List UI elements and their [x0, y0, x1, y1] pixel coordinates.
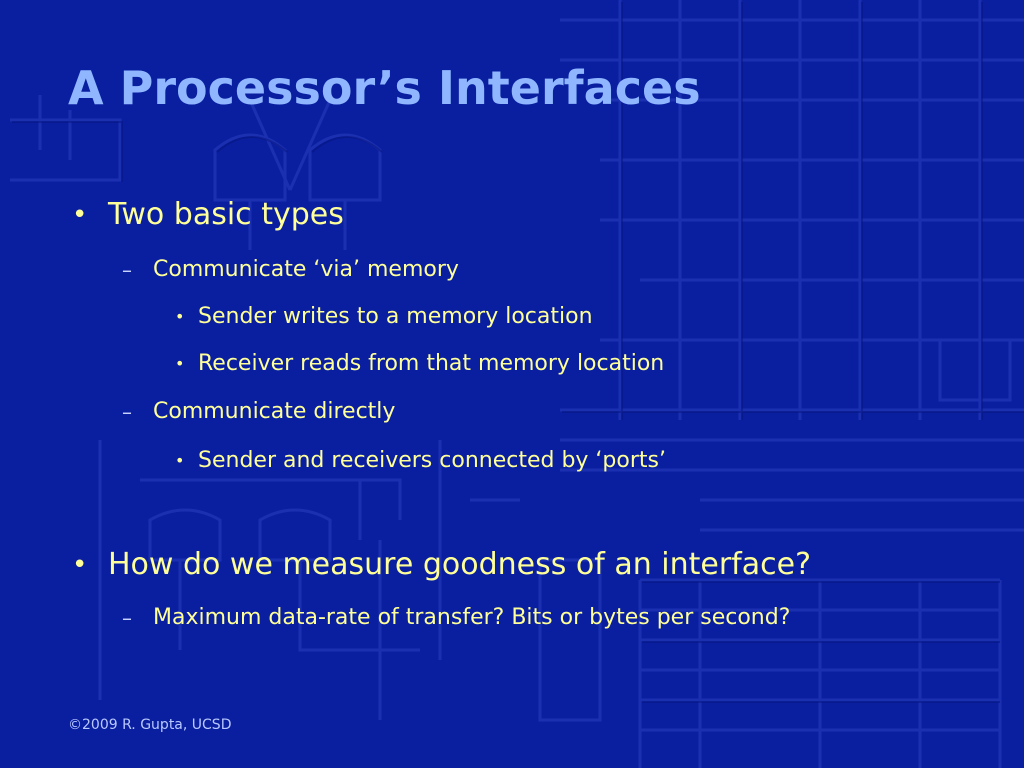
sub-sub-bullet-receiver-reads: Receiver reads from that memory location [198, 351, 665, 376]
sub-bullet-marker: – [122, 606, 132, 630]
sub-bullet-communicate-via-memory: Communicate ‘via’ memory [153, 257, 459, 282]
sub-bullet-marker: – [122, 258, 132, 282]
slide-title: A Processor’s Interfaces [68, 61, 701, 115]
sub-sub-bullet-sender-and-receivers: Sender and receivers connected by ‘ports… [198, 448, 666, 473]
sub-sub-bullet-marker: • [175, 451, 185, 470]
bullet-two-basic-types: Two basic types [108, 197, 344, 232]
bullet-measure-goodness: How do we measure goodness of an interfa… [108, 547, 811, 582]
bullet-marker: • [72, 200, 88, 230]
sub-sub-bullet-sender-writes: Sender writes to a memory location [198, 304, 593, 329]
bullet-marker: • [72, 550, 88, 580]
sub-bullet-marker: – [122, 400, 132, 424]
sub-bullet-maximum-data-rate: Maximum data-rate of transfer? Bits or b… [153, 605, 791, 630]
sub-sub-bullet-marker: • [175, 354, 185, 373]
sub-sub-bullet-marker: • [175, 307, 185, 326]
copyright-footer: ©2009 R. Gupta, UCSD [68, 717, 232, 733]
sub-bullet-communicate-directly: Communicate directly [153, 399, 396, 424]
